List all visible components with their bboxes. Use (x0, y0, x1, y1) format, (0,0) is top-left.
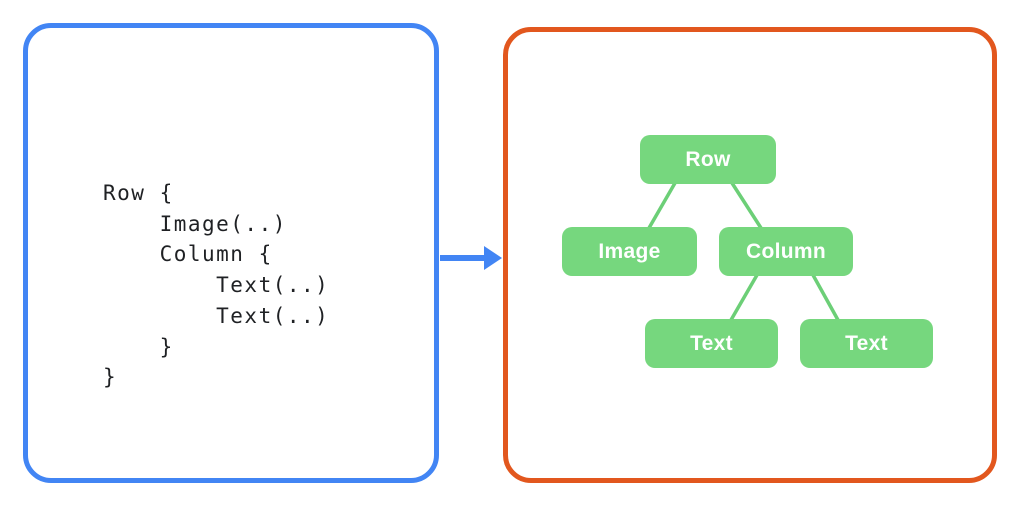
tree-node-row: Row (640, 135, 776, 184)
tree-node-text-1-label: Text (690, 331, 733, 355)
code-panel: Row { Image(..) Column { Text(..) Text(.… (23, 23, 439, 483)
tree-node-column-label: Column (746, 239, 826, 263)
code-snippet: Row { Image(..) Column { Text(..) Text(.… (103, 181, 330, 390)
tree-node-text-1: Text (645, 319, 778, 368)
tree-node-image-label: Image (598, 239, 661, 263)
tree-node-text-2-label: Text (845, 331, 888, 355)
tree-node-image: Image (562, 227, 697, 276)
arrow-right-icon (440, 246, 502, 270)
tree-node-row-label: Row (685, 147, 731, 171)
tree-node-text-2: Text (800, 319, 933, 368)
tree-node-column: Column (719, 227, 853, 276)
